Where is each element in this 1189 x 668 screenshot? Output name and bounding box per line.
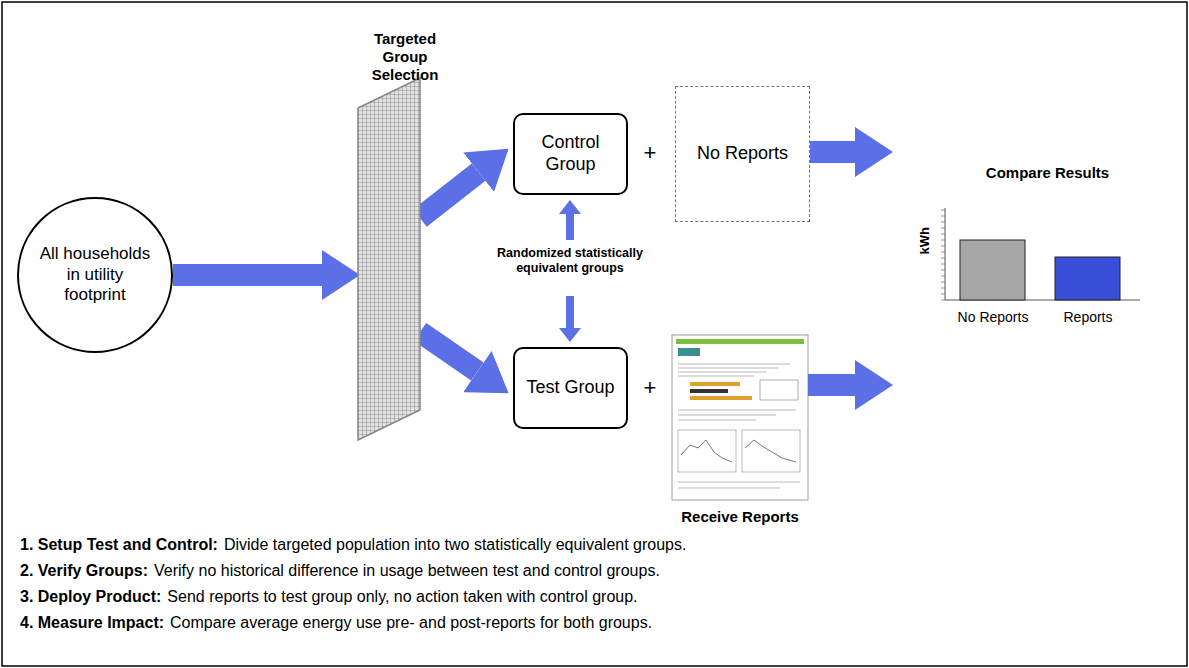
step-text: Divide targeted population into two stat…: [224, 535, 687, 554]
step-heading: 4. Measure Impact:: [20, 613, 164, 632]
flow-arrow: [173, 264, 322, 286]
group-box: Control Group: [513, 113, 628, 195]
step-text: Verify no historical difference in usage…: [154, 561, 660, 580]
node-text: Compare Results: [935, 164, 1160, 182]
step-line: 2. Verify Groups: Verify no historical di…: [20, 558, 1170, 584]
bar-reports: [1055, 257, 1120, 300]
plus-sign: +: [640, 375, 660, 401]
bar-label: Reports: [1043, 309, 1133, 326]
step-line: 3. Deploy Product: Send reports to test g…: [20, 584, 1170, 610]
step-text: Compare average energy use pre- and post…: [170, 613, 652, 632]
step-heading: 1. Setup Test and Control:: [20, 535, 218, 554]
axis-label: kWh: [917, 221, 933, 261]
mesh-screen: [350, 30, 460, 444]
report-sheet: Receive Reports: [660, 335, 820, 530]
report-illustration: [672, 335, 808, 500]
flow-arrow: [420, 172, 479, 218]
step-heading: 2. Verify Groups:: [20, 561, 148, 580]
step-line: 4. Measure Impact: Compare average energy…: [20, 610, 1170, 636]
selection-filter: Targeted Group Selection: [350, 30, 460, 444]
sheet-outline: [672, 335, 808, 500]
node-text: No Reports: [697, 143, 788, 165]
node-text: Test Group: [526, 377, 614, 399]
steps-list: 1. Setup Test and Control: Divide targete…: [20, 532, 1170, 636]
mesh-outline: [358, 78, 420, 440]
step-heading: 3. Deploy Product:: [20, 587, 161, 606]
randomization-note: Randomized statistically equivalent grou…: [495, 246, 645, 276]
population-circle: All households in utility footprint: [17, 197, 173, 353]
bar-label: No Reports: [948, 309, 1038, 326]
node-text: Control Group: [523, 132, 618, 175]
group-box: Test Group: [513, 347, 628, 429]
node-text: Receive Reports: [660, 508, 820, 526]
bar-no-reports: [960, 240, 1025, 300]
results-bar-chart: [941, 208, 1140, 300]
results-chart: Compare Results: [905, 150, 1160, 420]
flow-arrow: [808, 374, 855, 396]
plus-sign: +: [640, 140, 660, 166]
flow-arrow: [420, 332, 477, 372]
no-reports-box: No Reports: [675, 86, 810, 222]
step-text: Send reports to test group only, no acti…: [167, 587, 637, 606]
node-text: All households in utility footprint: [37, 244, 153, 305]
step-line: 1. Setup Test and Control: Divide targete…: [20, 532, 1170, 558]
flow-arrow: [810, 141, 855, 163]
node-text: Targeted Group Selection: [350, 30, 460, 84]
